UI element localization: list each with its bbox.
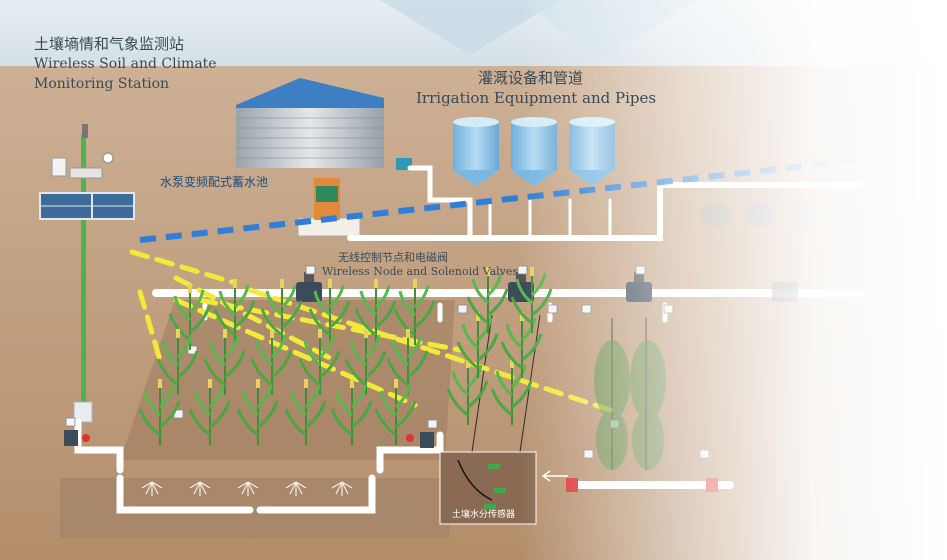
soil-sensor-icon: [488, 464, 500, 469]
irrigation-label-en: Irrigation Equipment and Pipes: [416, 89, 657, 107]
station-label-cn: 土壤墒情和气象监测站: [34, 35, 185, 53]
soil-sensor-icon: [484, 504, 496, 509]
fertilizer-tanks: [453, 117, 615, 186]
pump-motor: [316, 186, 338, 202]
solenoid-valve-icon: [772, 282, 798, 302]
valve-label-cn: 无线控制节点和电磁阀: [338, 251, 448, 264]
anemometer-icon: [102, 152, 114, 164]
pump-label-cn: 水泵变频配式蓄水池: [160, 175, 269, 189]
irrigation-label-cn: 灌溉设备和管道: [478, 69, 584, 87]
station-label-en-1: Wireless Soil and Climate: [34, 56, 217, 72]
valve-label-en: Wireless Node and Solenoid Valves: [322, 265, 519, 278]
soil-sensor-icon: [494, 488, 506, 493]
soil-sensor-label-cn: 土壤水分传感器: [452, 510, 516, 520]
sensor-arm: [69, 167, 103, 179]
sensor-box-icon: [51, 157, 67, 177]
station-label-en-2: Monitoring Station: [34, 76, 170, 92]
lightning-rod-icon: [82, 124, 88, 138]
